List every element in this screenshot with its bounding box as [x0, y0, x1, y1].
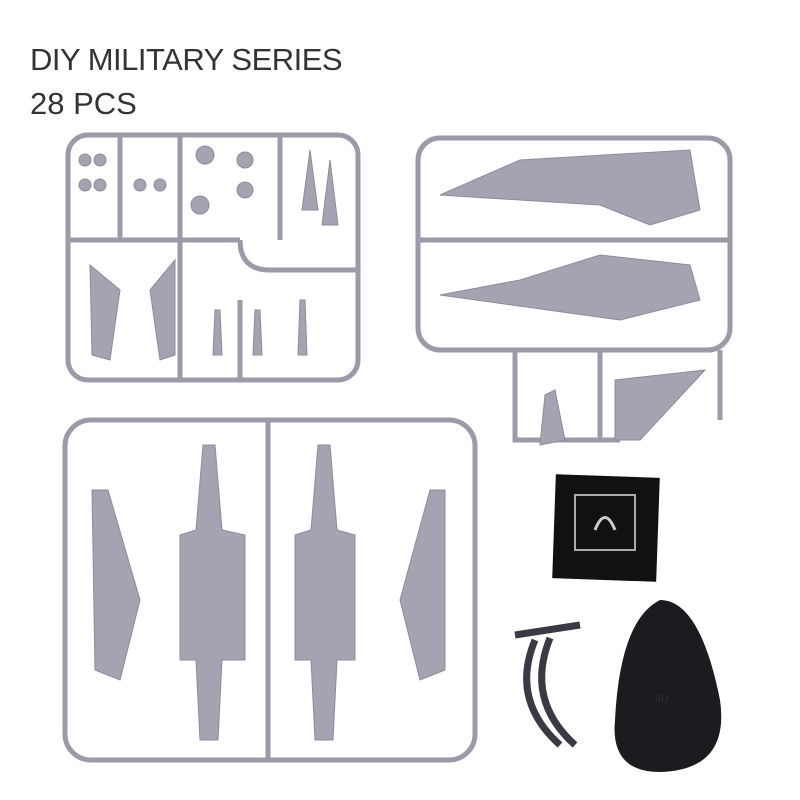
clear-canopy-sheet [552, 474, 660, 582]
piece-count: 28 PCS [30, 86, 137, 121]
display-stand [514, 621, 581, 748]
base-logo: 4D [656, 694, 669, 705]
product-series-title: DIY MILITARY SERIES [30, 42, 343, 77]
sprue-small-parts [65, 132, 361, 383]
sprue-wings [415, 135, 733, 443]
sprue-fuselage [62, 417, 478, 763]
display-base: 4D [614, 600, 722, 772]
